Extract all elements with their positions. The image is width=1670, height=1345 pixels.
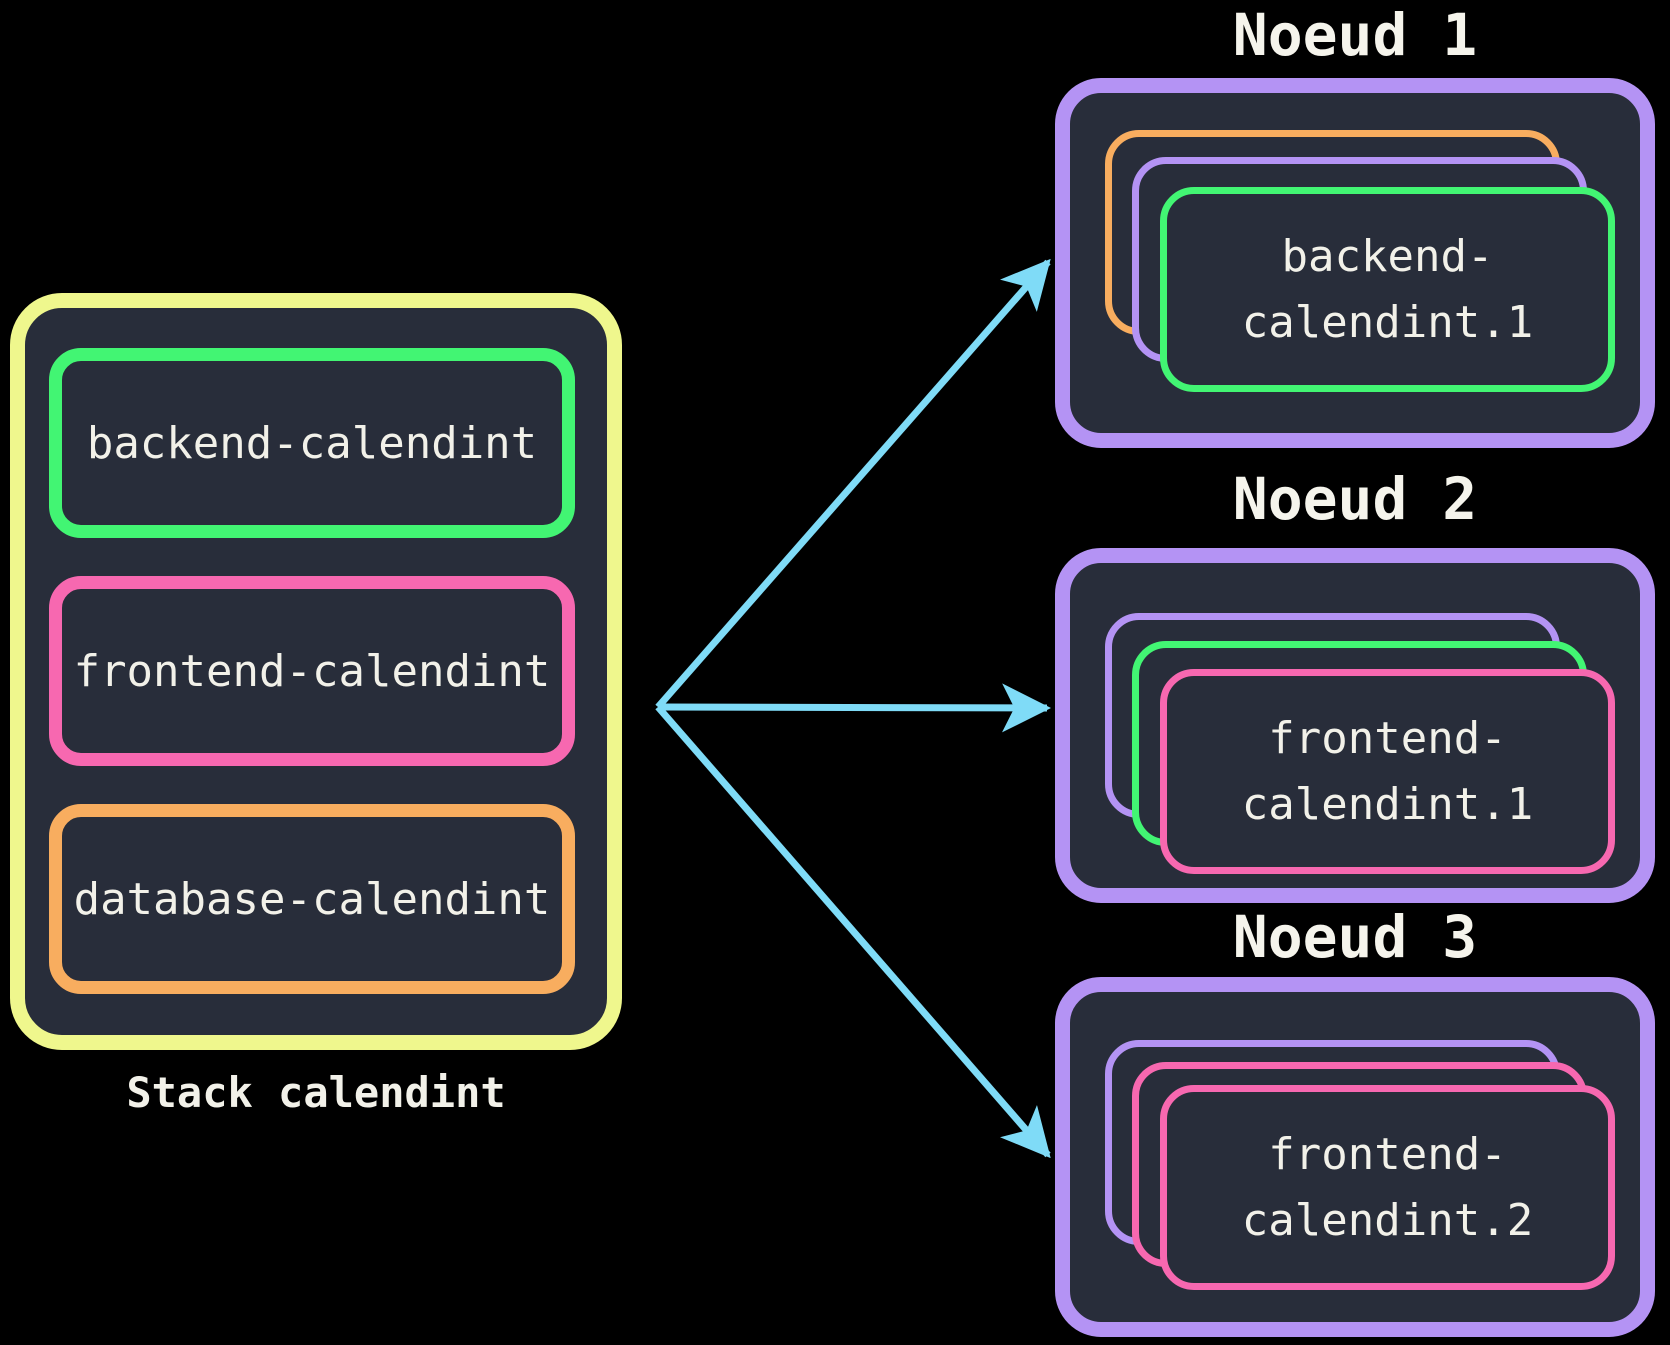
node-2-title: Noeud 2 <box>1232 465 1478 533</box>
node-3-task-label-line2: calendint.2 <box>1241 1194 1534 1246</box>
node-1-task-card-front: backend- calendint.1 <box>1160 187 1615 392</box>
stack-box: backend-calendint frontend-calendint dat… <box>10 293 622 1050</box>
node-1-task-label-line1: backend- <box>1281 230 1494 282</box>
node-3-task-card-front: frontend- calendint.2 <box>1160 1085 1615 1290</box>
node-3-box: frontend- calendint.2 <box>1055 977 1655 1337</box>
node-1-box: backend- calendint.1 <box>1055 78 1655 448</box>
node-2-task-card-front: frontend- calendint.1 <box>1160 669 1615 874</box>
node-1-title: Noeud 1 <box>1232 1 1478 69</box>
service-box-frontend: frontend-calendint <box>49 576 575 766</box>
node-3-task-label-line1: frontend- <box>1268 1128 1507 1180</box>
service-label-database: database-calendint <box>73 873 551 925</box>
service-label-backend: backend-calendint <box>86 417 538 469</box>
stack-label: Stack calendint <box>126 1068 506 1117</box>
arrow-to-node-2 <box>657 683 1052 733</box>
service-label-frontend: frontend-calendint <box>73 645 551 697</box>
node-3-title: Noeud 3 <box>1232 903 1478 971</box>
arrow-to-node-3 <box>655 704 1051 1159</box>
node-2-task-label-line1: frontend- <box>1268 712 1507 764</box>
node-2-task-label-line2: calendint.1 <box>1241 778 1534 830</box>
node-2-box: frontend- calendint.1 <box>1055 548 1655 903</box>
service-box-database: database-calendint <box>49 804 575 994</box>
node-1-task-label-line2: calendint.1 <box>1241 296 1534 348</box>
arrow-to-node-1 <box>655 258 1051 710</box>
service-box-backend: backend-calendint <box>49 348 575 538</box>
